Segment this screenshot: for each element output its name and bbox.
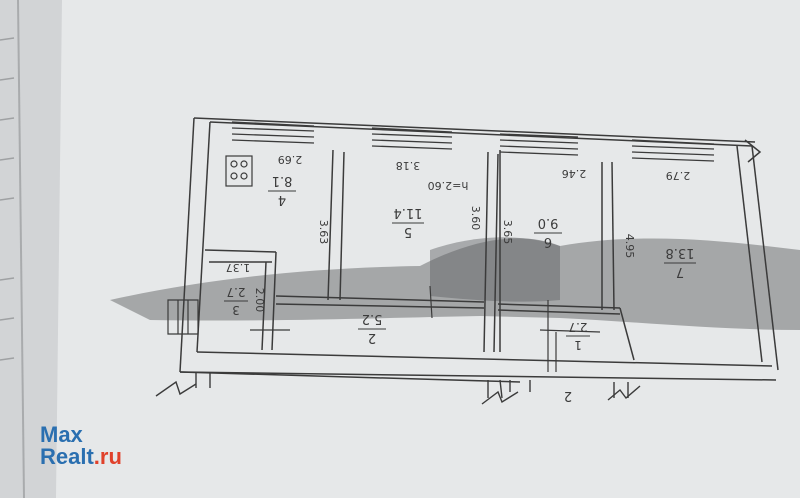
watermark-line1: Max — [40, 422, 83, 447]
watermark-line2: Realt.ru — [40, 446, 122, 468]
room-number: 6 — [544, 234, 552, 249]
windows — [231, 121, 715, 162]
dimension-room6-depth: 3.65 — [501, 220, 514, 245]
door-marks — [250, 285, 601, 372]
room-number: 2 — [368, 330, 376, 345]
interior-walls — [204, 149, 635, 361]
maxrealt-watermark: Max Realt.ru — [40, 424, 122, 468]
room-4-label: 4 8.1 — [268, 173, 296, 207]
corridor-stubs — [155, 372, 641, 405]
notebook-left-page — [0, 0, 70, 498]
dimension-room7-depth: 4.95 — [623, 234, 636, 259]
corridor-label: 2 — [564, 388, 572, 403]
room-area: 11.4 — [394, 205, 423, 220]
dimension-room3-width: 1.37 — [226, 261, 251, 274]
dimension-room7-width: 2.79 — [666, 169, 691, 182]
room-7-label: 7 13.8 — [664, 245, 696, 279]
room-number: 5 — [404, 224, 412, 239]
room-6-label: 6 9.0 — [534, 215, 562, 249]
room-area: 2.7 — [226, 285, 245, 299]
room-area: 9.0 — [538, 215, 559, 230]
bath-hatch — [167, 299, 199, 335]
room-area: 8.1 — [272, 173, 293, 188]
dimension-ceiling-height: h=2.60 — [428, 179, 469, 192]
dimension-room5-width: 3.18 — [396, 159, 421, 172]
room-area: 2.7 — [568, 320, 587, 334]
room-number: 1 — [574, 338, 582, 352]
room-number: 3 — [232, 303, 240, 317]
room-number: 7 — [676, 264, 684, 279]
room-5-label: 5 11.4 — [392, 205, 424, 239]
room-area: 5.2 — [362, 311, 383, 326]
watermark-realt: Realt — [40, 444, 94, 469]
room-1-label: 1 2.7 — [566, 320, 590, 352]
room-area: 13.8 — [666, 245, 695, 260]
dimension-room4-width: 2.69 — [278, 153, 303, 166]
room-number: 4 — [278, 192, 286, 207]
stove — [225, 155, 253, 187]
hand-shadow — [110, 238, 800, 330]
room-3-label: 3 2.7 — [224, 285, 248, 317]
room-2-label: 2 5.2 — [358, 311, 386, 345]
dimension-room6-width: 2.46 — [562, 167, 587, 180]
watermark-ru: .ru — [93, 444, 122, 469]
dimension-room3-depth: 2.00 — [253, 288, 266, 313]
dimension-room4-depth: 3.63 — [317, 220, 330, 245]
dimension-room5-depth: 3.60 — [469, 206, 482, 231]
